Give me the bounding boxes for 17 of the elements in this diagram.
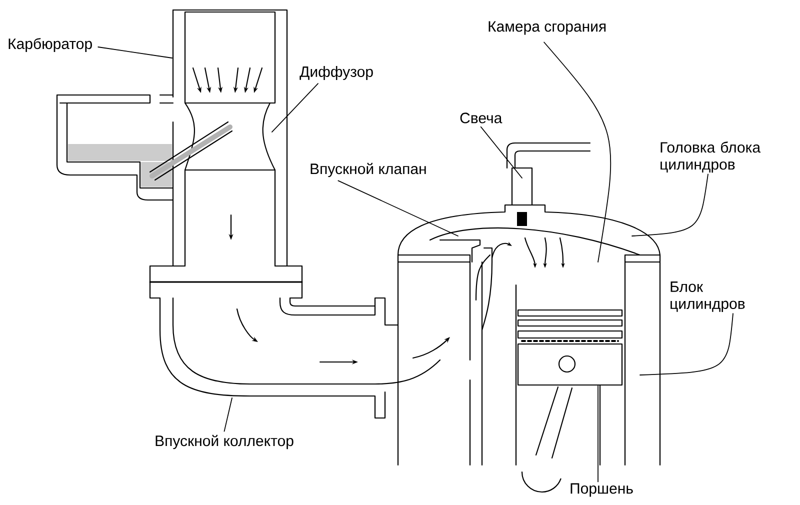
part-label: Диффузор — [300, 66, 373, 80]
part-label: Впускной клапан — [310, 162, 426, 178]
leader-line — [338, 180, 458, 236]
leader-line — [544, 42, 612, 262]
leader-line — [480, 126, 522, 178]
part-label: Камера сгорания — [488, 21, 606, 35]
leader-line — [632, 174, 708, 236]
leader-line — [98, 46, 172, 58]
part-label: Карбюратор — [8, 38, 92, 52]
leader-line — [272, 83, 318, 132]
leader-line — [224, 398, 232, 432]
part-label: Блок цилиндров — [670, 282, 745, 312]
part-label: Впускной коллектор — [156, 434, 294, 450]
part-label: Свеча — [460, 112, 502, 124]
part-label: Головка блока цилиндров — [660, 142, 761, 173]
leader-line — [640, 313, 734, 376]
part-label: Поршень — [570, 483, 633, 497]
